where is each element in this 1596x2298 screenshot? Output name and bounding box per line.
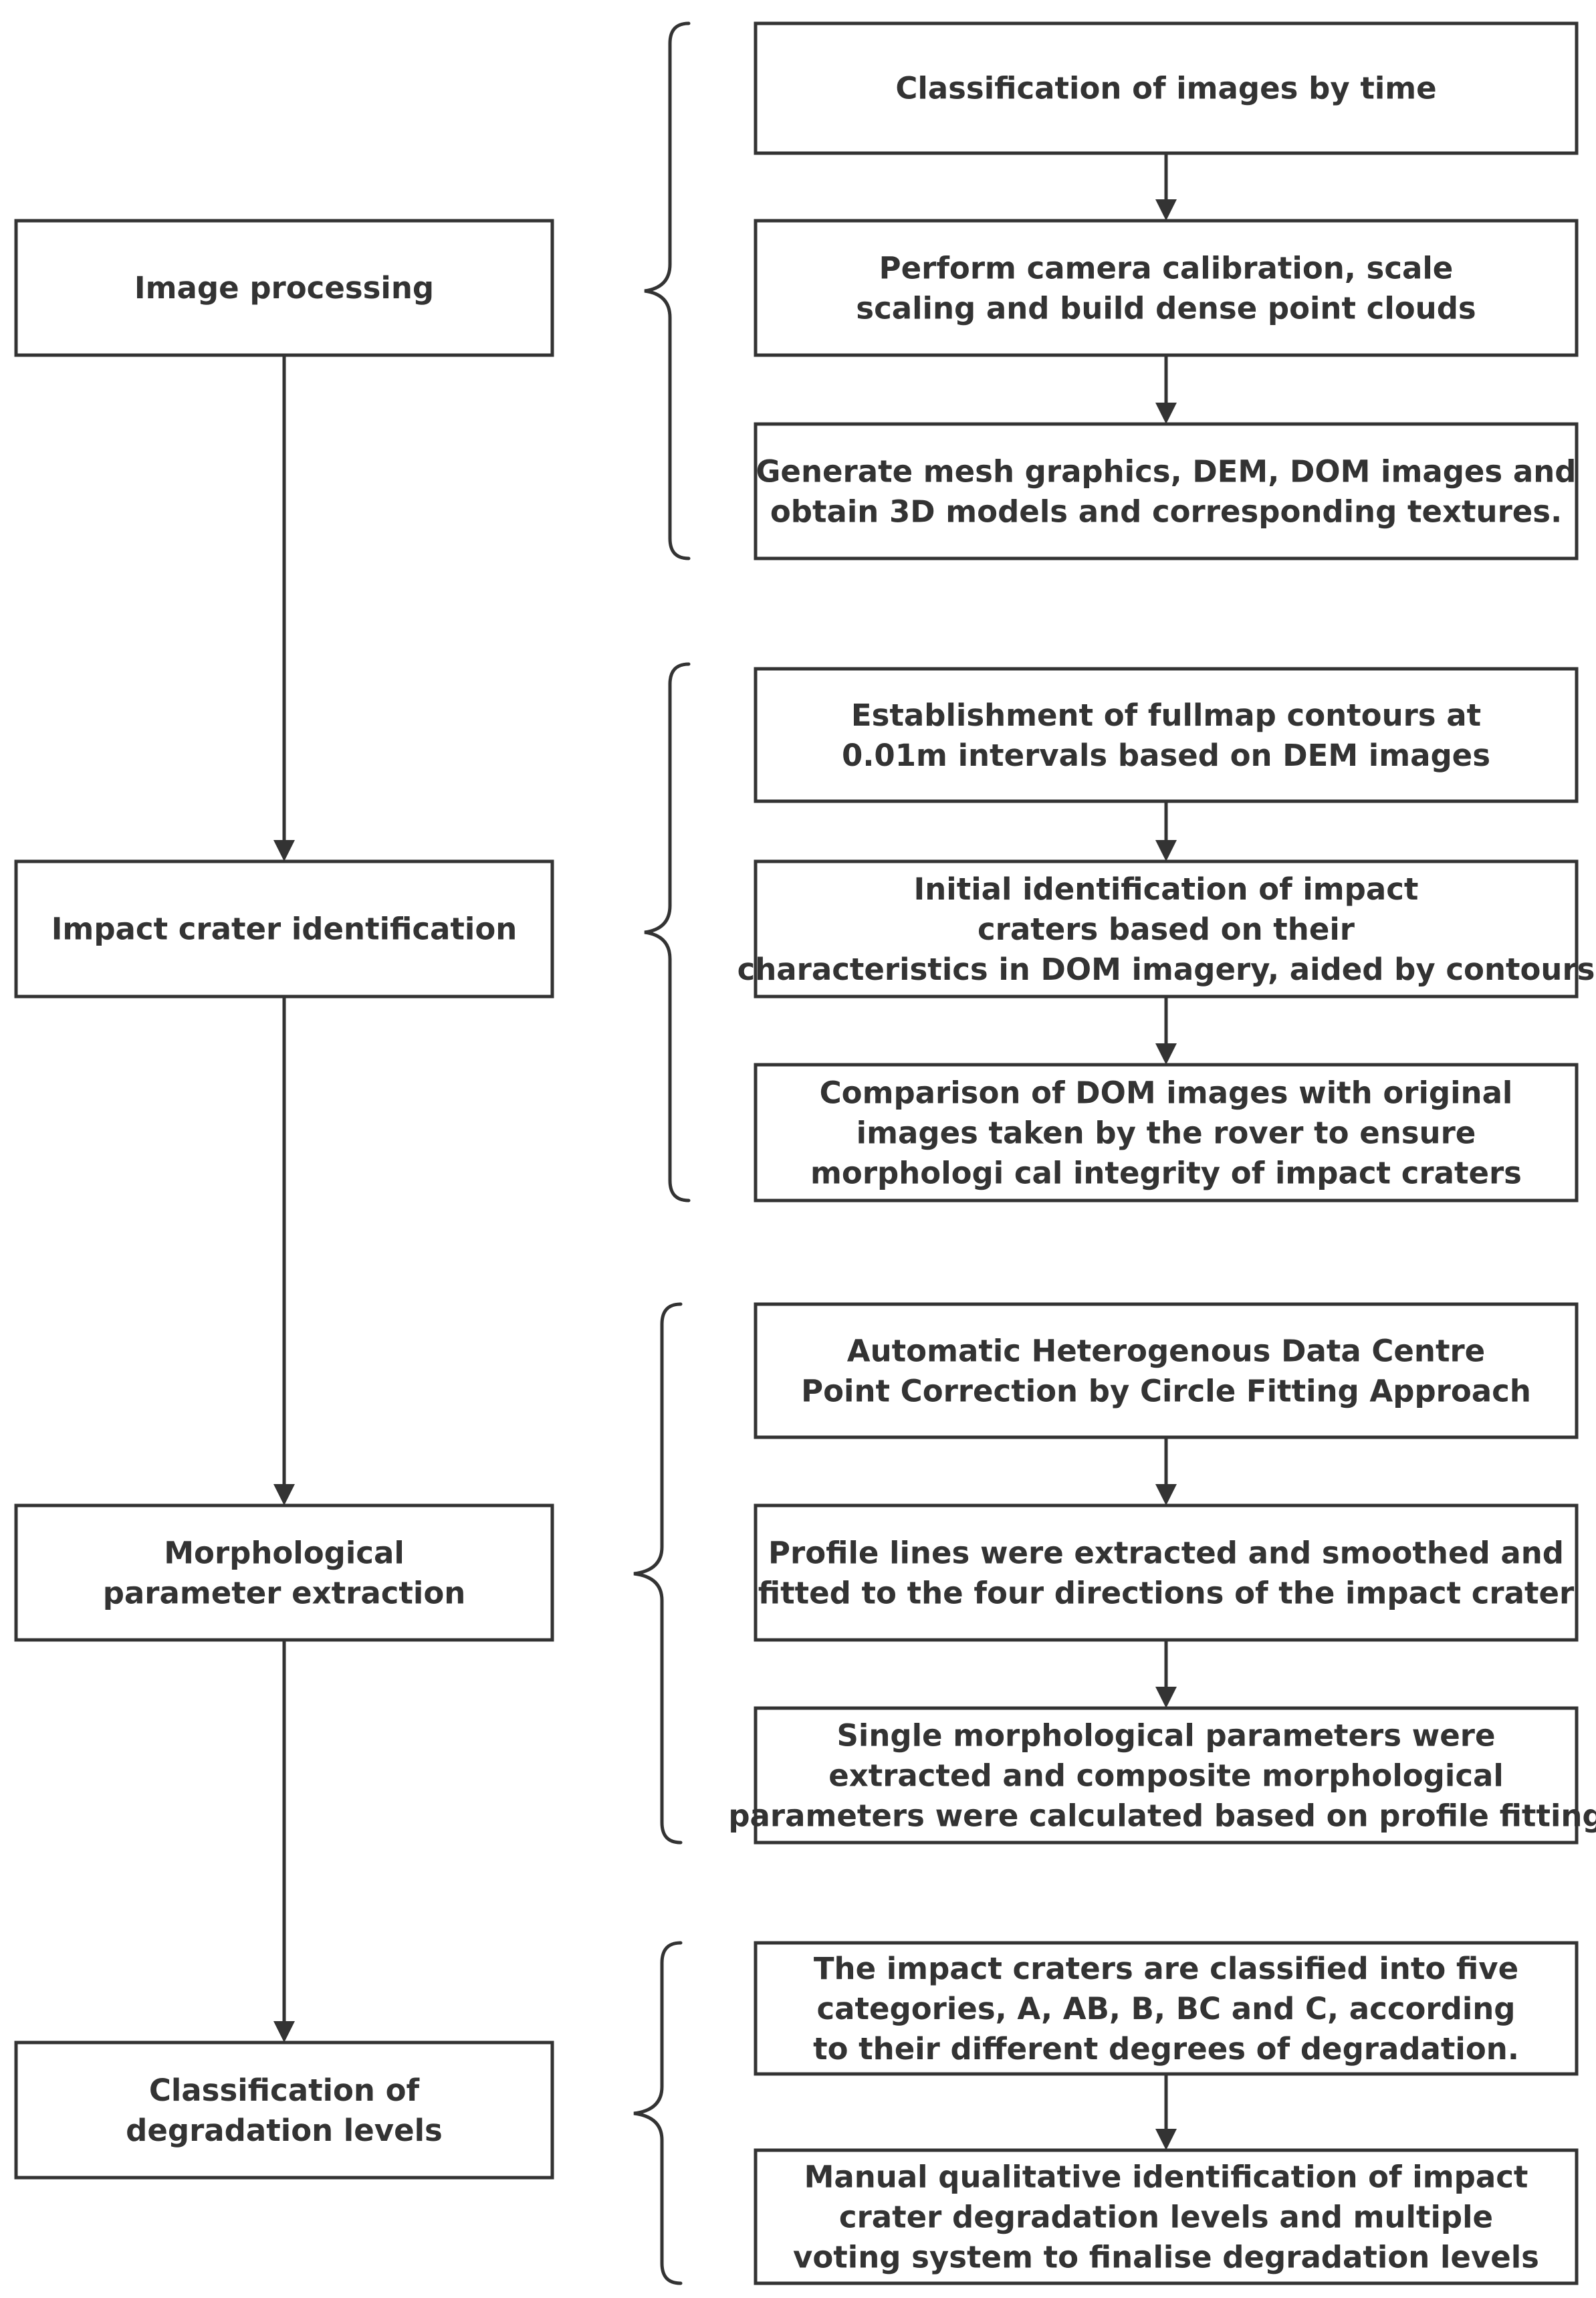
step-box-circle-fitting — [754, 1302, 1579, 1439]
step-arrowhead-2-1 — [1155, 840, 1177, 861]
step-arrowhead-3-1 — [1155, 1484, 1177, 1505]
stage-arrowhead-1 — [273, 840, 295, 861]
stage-label-image-processing: Image processing — [134, 270, 434, 306]
step-box-five-categories — [754, 1941, 1579, 2076]
step-label-five-categories: The impact craters are classified into f… — [813, 1951, 1519, 2067]
step-label-mesh-graphics: Generate mesh graphics, DEM, DOM images … — [756, 453, 1577, 529]
brace-classification-of-degradation-levels — [633, 1941, 683, 2285]
step-box-fullmap-contours — [754, 667, 1579, 803]
stage-impact-crater-identification: Impact crater identification Establishme… — [14, 662, 1595, 1203]
step-arrowhead-1-1 — [1155, 199, 1177, 221]
step-box-profile-lines — [754, 1503, 1579, 1642]
brace-morphological-parameter-extraction — [633, 1302, 683, 1845]
stage-label-impact-crater-identification: Impact crater identification — [51, 912, 518, 947]
step-box-manual-identification — [754, 2148, 1579, 2285]
step-arrowhead-3-2 — [1155, 1687, 1177, 1708]
step-arrowhead-2-2 — [1155, 1043, 1177, 1065]
step-box-initial-identification — [754, 859, 1579, 999]
stage-box-morphological-parameter-extraction — [14, 1503, 554, 1642]
stage-arrowhead-2 — [273, 1484, 295, 1505]
stage-image-processing: Image processing Classification of image… — [14, 21, 1579, 560]
step-box-camera-calibration — [754, 219, 1579, 357]
stage-box-impact-crater-identification — [14, 859, 554, 999]
step-box-single-parameters — [754, 1706, 1579, 1845]
step-label-profile-lines: Profile lines were extracted and smoothe… — [758, 1535, 1575, 1610]
brace-impact-crater-identification — [644, 662, 691, 1203]
step-box-classification-by-time — [754, 21, 1579, 155]
stage-box-image-processing — [14, 219, 554, 357]
stage-arrowhead-3 — [273, 2021, 295, 2043]
step-arrowhead-1-2 — [1155, 403, 1177, 424]
brace-image-processing — [644, 21, 691, 560]
step-arrowhead-4-1 — [1155, 2129, 1177, 2150]
step-box-mesh-graphics — [754, 422, 1579, 560]
step-box-dom-comparison — [754, 1063, 1579, 1203]
stage-box-classification-of-degradation-levels — [14, 2041, 554, 2180]
step-label-manual-identification: Manual qualitative identification of imp… — [793, 2159, 1539, 2275]
step-label-classification-by-time: Classification of images by time — [895, 71, 1436, 106]
